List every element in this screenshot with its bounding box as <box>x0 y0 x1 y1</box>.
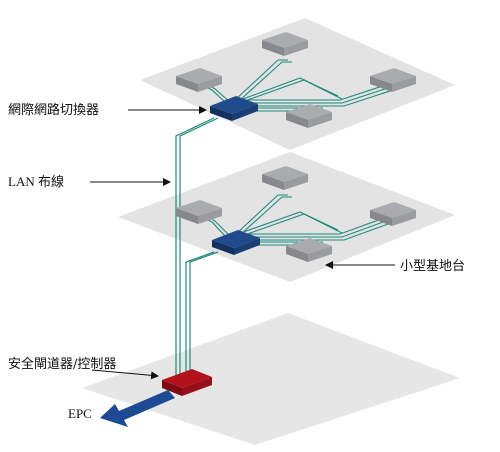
callout-arrow-gateway <box>91 369 159 380</box>
middle-floor-cables <box>199 194 400 256</box>
small-cell-node <box>262 166 308 190</box>
small-cell-node <box>370 202 416 226</box>
switch-top-floor <box>210 96 258 121</box>
security-gateway <box>162 369 212 396</box>
small-cell-node <box>176 200 222 224</box>
floor-top <box>140 18 455 150</box>
small-cell-node <box>262 32 308 56</box>
small-cell-node <box>176 68 222 92</box>
switch-label: 網際網路切換器 <box>8 102 99 118</box>
small-cell-node <box>370 68 416 92</box>
switch-middle-floor <box>212 230 260 255</box>
lan-label: LAN 布線 <box>8 174 64 189</box>
small-cell-node <box>286 238 332 262</box>
epc-arrow <box>100 390 175 427</box>
floor-bottom <box>82 313 460 445</box>
gateway-label: 安全閘道器/控制器 <box>8 356 116 372</box>
epc-label: EPC <box>68 406 92 421</box>
small-cell-label: 小型基地台 <box>400 259 465 274</box>
small-cell-node <box>286 104 332 128</box>
